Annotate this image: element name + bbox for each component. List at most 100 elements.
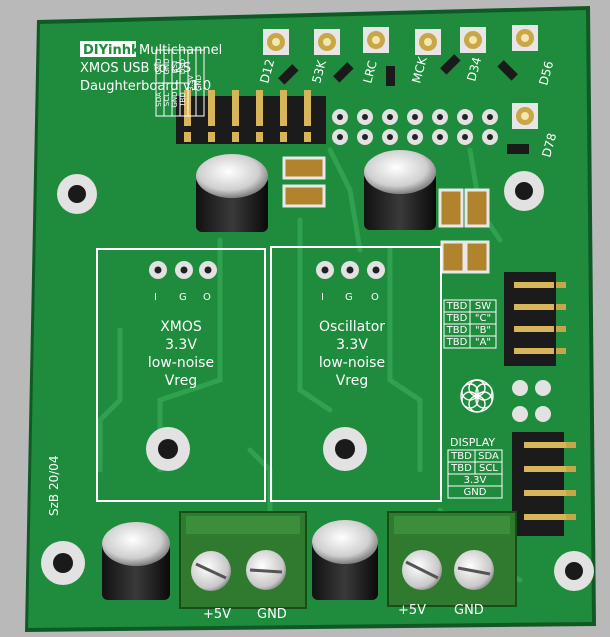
vreg-pin-label: G <box>345 292 353 303</box>
ufl-connectors <box>263 25 538 129</box>
table-cell-text: GND <box>155 58 163 74</box>
header-pin <box>232 90 239 126</box>
terminal-plus-label: +5V <box>398 603 426 618</box>
table-cell-text: SDA <box>478 451 499 462</box>
regulator-label-line2: 3.3V <box>165 337 197 353</box>
signal-label: LRC <box>360 59 379 85</box>
header-pin <box>514 348 554 354</box>
regulator-label-line1: XMOS <box>160 319 202 335</box>
table-cell-text: "C" <box>475 313 491 324</box>
table-cell-text: SCL <box>163 93 171 106</box>
regulator-label-line3: low-noise <box>319 355 385 371</box>
title-line-2: XMOS USB to I2S <box>80 61 191 76</box>
electrolytic-cap-4 <box>312 520 378 600</box>
through-hole-row <box>332 109 498 145</box>
signal-label: 53K <box>309 58 329 85</box>
ufl-pin <box>521 112 529 120</box>
terminal-block-2 <box>387 511 517 607</box>
through-hole-drill <box>337 114 343 120</box>
flower-of-life-logo <box>460 379 494 413</box>
table-cell-text: RST <box>171 59 179 73</box>
header-pin <box>304 132 311 142</box>
table-cell-text: 3.3V <box>187 75 195 91</box>
signal-label: D78 <box>539 131 559 158</box>
header-pin <box>566 442 576 448</box>
vreg-pin-label: O <box>371 292 379 303</box>
through-hole-drill <box>362 114 368 120</box>
through-hole-drill <box>412 114 418 120</box>
mounting-hole-bl <box>41 541 85 585</box>
header-pin <box>556 326 566 332</box>
table-cell-text: GND <box>195 75 203 91</box>
header-pin <box>524 514 568 520</box>
table-cell-text: "A" <box>475 337 491 348</box>
header-pin <box>524 490 568 496</box>
regulator-label-line4: Vreg <box>165 373 198 389</box>
signal-label: MCK <box>409 54 430 84</box>
signal-labels: D12 53K LRC MCK D34 D56 D78 <box>257 54 559 158</box>
table-cell-text: SCL <box>479 463 498 474</box>
ceramic-capacitors <box>282 156 490 274</box>
table-cell <box>469 335 497 349</box>
logo-badge <box>80 41 136 57</box>
logo-text: DIYinhk <box>83 43 140 58</box>
through-hole-drill <box>337 134 343 140</box>
signal-label: D12 <box>257 57 277 84</box>
table-cell-text: TBD <box>450 451 472 462</box>
table-cell-text: SDA <box>155 92 163 107</box>
regulator-label-line2: 3.3V <box>336 337 368 353</box>
table-cell-text: TBD <box>446 325 468 336</box>
through-hole-pads-mid <box>512 380 551 422</box>
through-hole-drill <box>462 114 468 120</box>
header-pin <box>184 132 191 142</box>
electrolytic-cap-2 <box>364 150 436 230</box>
header-pin <box>524 466 568 472</box>
table-cell-text: TBD <box>446 313 468 324</box>
electrolytic-cap-3 <box>102 522 170 600</box>
header-pin <box>232 132 239 142</box>
through-hole-drill <box>462 134 468 140</box>
regulator-label-line1: Oscillator <box>319 319 385 335</box>
header-pin <box>556 348 566 354</box>
regulator-label-line3: low-noise <box>148 355 214 371</box>
table-cell-text: TBD <box>179 92 187 107</box>
header-pin <box>304 90 311 126</box>
display-title: DISPLAY <box>450 436 495 449</box>
terminal-block-1 <box>179 511 307 609</box>
table-cell-text: TBD <box>446 301 468 312</box>
ufl-pin <box>521 34 529 42</box>
pin-header-left <box>176 90 326 144</box>
smd-resistors-top <box>278 54 529 154</box>
header-pin <box>280 132 287 142</box>
header-pin <box>514 304 554 310</box>
header-pin <box>514 326 554 332</box>
header-pin <box>208 132 215 142</box>
signal-label: D56 <box>536 59 556 86</box>
mounting-hole-tr <box>504 171 544 211</box>
vreg-pin-label: O <box>203 292 211 303</box>
header-pin <box>524 442 568 448</box>
header-pin <box>566 514 576 520</box>
mounting-hole-tl <box>57 174 97 214</box>
ufl-pin <box>323 38 331 46</box>
signal-label: D34 <box>464 55 484 82</box>
through-hole-drill <box>362 134 368 140</box>
table-cell-text: DSD <box>179 59 187 74</box>
vreg-pin-label: G <box>179 292 187 303</box>
regulator-label-line4: Vreg <box>336 373 369 389</box>
through-hole-drill <box>387 134 393 140</box>
table-cell-text: GND <box>464 487 487 498</box>
through-hole-drill <box>412 134 418 140</box>
header-pin <box>556 304 566 310</box>
table-cell-text: GND <box>171 91 179 107</box>
terminal-gnd-label: GND <box>454 603 484 618</box>
terminal-gnd-label: GND <box>257 607 287 622</box>
ufl-pin <box>272 38 280 46</box>
through-hole-drill <box>437 134 443 140</box>
header-pin <box>514 282 554 288</box>
table-cell-text: "B" <box>475 325 491 336</box>
terminal-plus-label: +5V <box>203 607 231 622</box>
